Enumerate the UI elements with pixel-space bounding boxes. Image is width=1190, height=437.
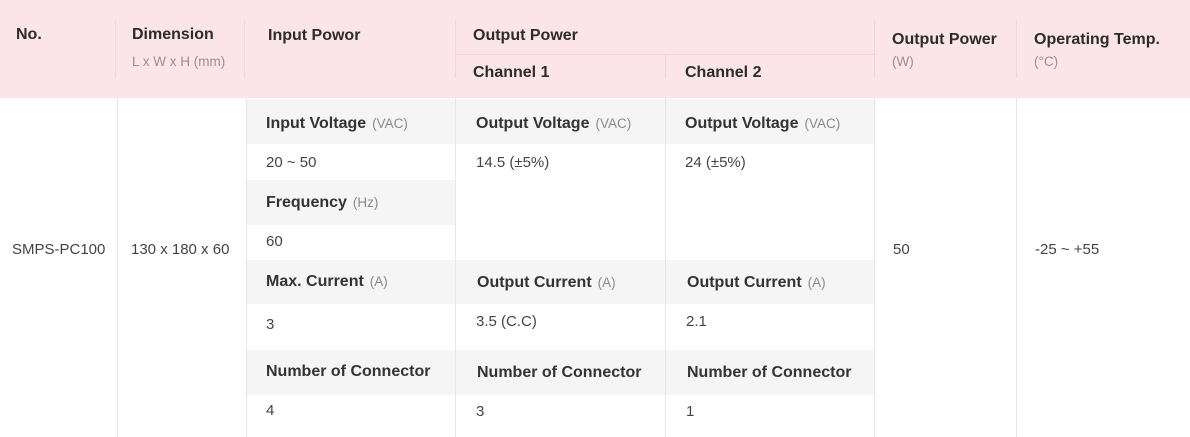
channel-2-connector-label: Number of Connector [687, 364, 852, 381]
frequency-band [247, 180, 455, 225]
input-voltage-value: 20 ~ 50 [266, 154, 317, 171]
column-divider [246, 98, 247, 437]
max-current-band [247, 260, 455, 304]
channel-2-current-value: 2.1 [686, 313, 707, 330]
header-operating-temp: Operating Temp. [1034, 31, 1160, 48]
input-connector-value: 4 [266, 402, 275, 419]
input-voltage-band [247, 99, 455, 144]
channel-1-current-value: 3.5 (C.C) [476, 313, 537, 330]
header-channel-1: Channel 1 [473, 64, 550, 81]
dimension-value: 130 x 180 x 60 [131, 241, 230, 258]
header-channel-2: Channel 2 [685, 64, 762, 81]
header-dimension-unit: L x W x H (mm) [132, 54, 226, 69]
table-header [0, 0, 1190, 98]
channel-1-voltage-label: Output Voltage(VAC) [476, 115, 632, 132]
column-divider [874, 98, 875, 437]
input-connector-label: Number of Connector [266, 363, 431, 380]
channel-1-current-label: Output Current(A) [477, 274, 616, 291]
channel-2-connector-value: 1 [686, 403, 695, 420]
model-number: SMPS-PC100 [12, 241, 106, 258]
channel-1-connector-label: Number of Connector [477, 364, 642, 381]
header-divider [115, 20, 116, 78]
header-divider [1016, 20, 1017, 78]
header-divider [665, 55, 666, 78]
frequency-value: 60 [266, 233, 283, 250]
output-power-value: 50 [893, 241, 910, 258]
column-divider [117, 98, 118, 437]
header-output-power-unit: (W) [892, 54, 914, 69]
column-divider [455, 98, 456, 437]
max-current-value: 3 [266, 316, 275, 333]
channel-2-voltage-label: Output Voltage(VAC) [685, 115, 841, 132]
header-divider [455, 20, 456, 78]
channel-1-connector-value: 3 [476, 403, 485, 420]
channel-1-voltage-value: 14.5 (±5%) [476, 154, 550, 171]
header-output-power: Output Power [892, 31, 997, 48]
header-no: No. [16, 26, 42, 43]
header-divider [244, 20, 245, 78]
header-dimension: Dimension [132, 26, 214, 43]
header-input-power: Input Powor [268, 27, 361, 44]
header-divider [874, 20, 875, 78]
channel-2-current-label: Output Current(A) [687, 274, 826, 291]
header-output-power-group: Output Power [473, 27, 578, 44]
column-divider [1016, 98, 1017, 437]
header-operating-temp-unit: (°C) [1034, 54, 1059, 69]
header-group-divider [456, 54, 874, 55]
max-current-label: Max. Current(A) [266, 273, 388, 290]
input-voltage-label: Input Voltage(VAC) [266, 115, 408, 132]
frequency-label: Frequency(Hz) [266, 194, 379, 211]
operating-temp-value: -25 ~ +55 [1035, 241, 1100, 258]
channel-2-voltage-value: 24 (±5%) [685, 154, 746, 171]
input-connector-band [247, 350, 455, 395]
column-divider [665, 98, 666, 437]
